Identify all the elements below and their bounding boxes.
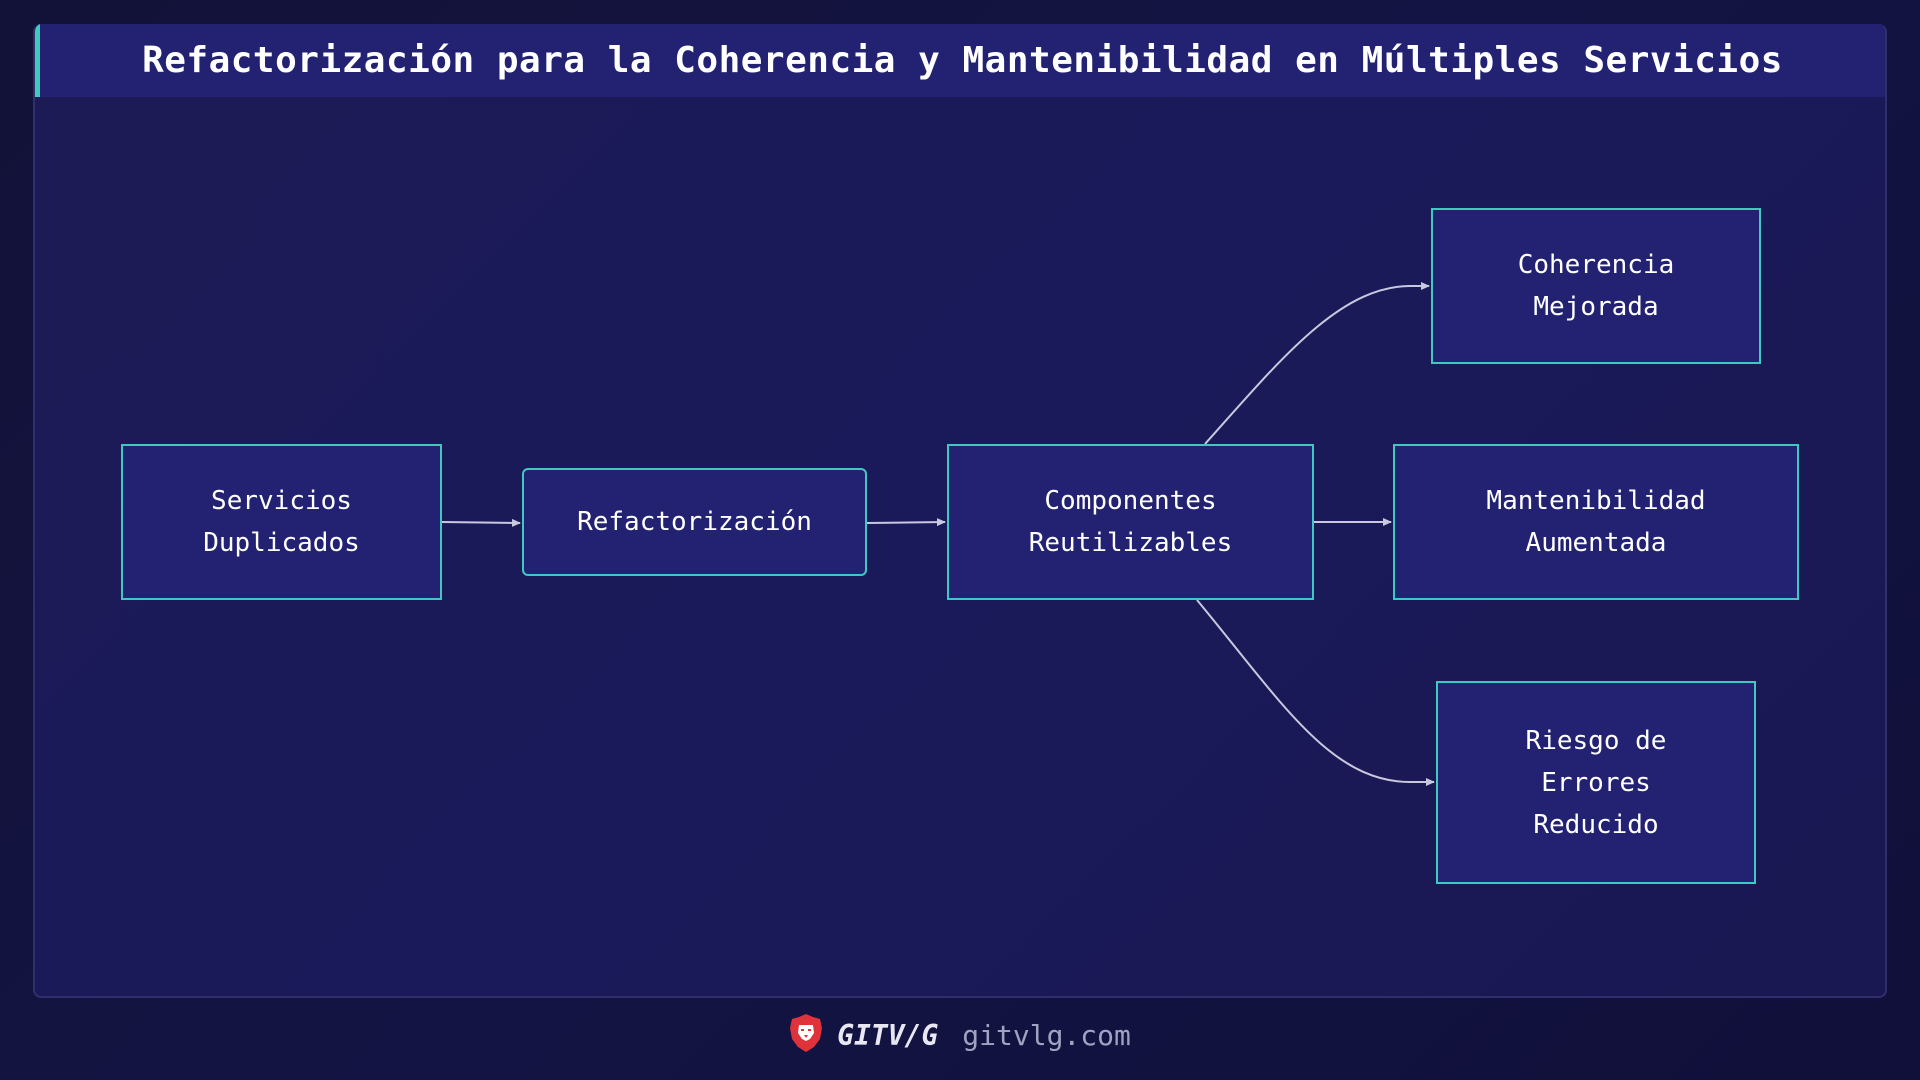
node-label-line: Duplicados [203, 528, 360, 558]
brand-url[interactable]: gitvlg.com [962, 1018, 1131, 1052]
node-label-line: Reducido [1533, 809, 1659, 840]
brand-name: GITV/G [837, 1018, 939, 1052]
node-label-line: Errores [1541, 767, 1651, 798]
node-label-line: Refactorización [577, 507, 812, 537]
node-mantenibilidad-aumentada[interactable]: Mantenibilidad Aumentada [1393, 444, 1799, 600]
node-label-line: Mantenibilidad [1486, 486, 1706, 516]
title-bar: Refactorización para la Coherencia y Man… [35, 24, 1885, 97]
node-label-line: Riesgo de [1525, 725, 1667, 756]
footer: GITV/G gitvlg.com [0, 1010, 1920, 1060]
node-label-line: Componentes [1044, 486, 1217, 516]
node-label-line: Aumentada [1525, 528, 1667, 558]
node-servicios-duplicados[interactable]: Servicios Duplicados [121, 444, 442, 600]
page-title: Refactorización para la Coherencia y Man… [142, 40, 1783, 81]
node-label-line: Mejorada [1533, 292, 1659, 322]
node-label-line: Coherencia [1517, 250, 1675, 280]
node-riesgo-errores-reducido[interactable]: Riesgo de Errores Reducido [1436, 681, 1756, 884]
node-label-line: Reutilizables [1028, 528, 1233, 558]
lion-shield-icon [789, 1013, 823, 1057]
node-componentes-reutilizables[interactable]: Componentes Reutilizables [947, 444, 1314, 600]
node-label-line: Servicios [211, 486, 352, 516]
node-refactorizacion[interactable]: Refactorización [522, 468, 867, 576]
node-coherencia-mejorada[interactable]: Coherencia Mejorada [1431, 208, 1761, 364]
